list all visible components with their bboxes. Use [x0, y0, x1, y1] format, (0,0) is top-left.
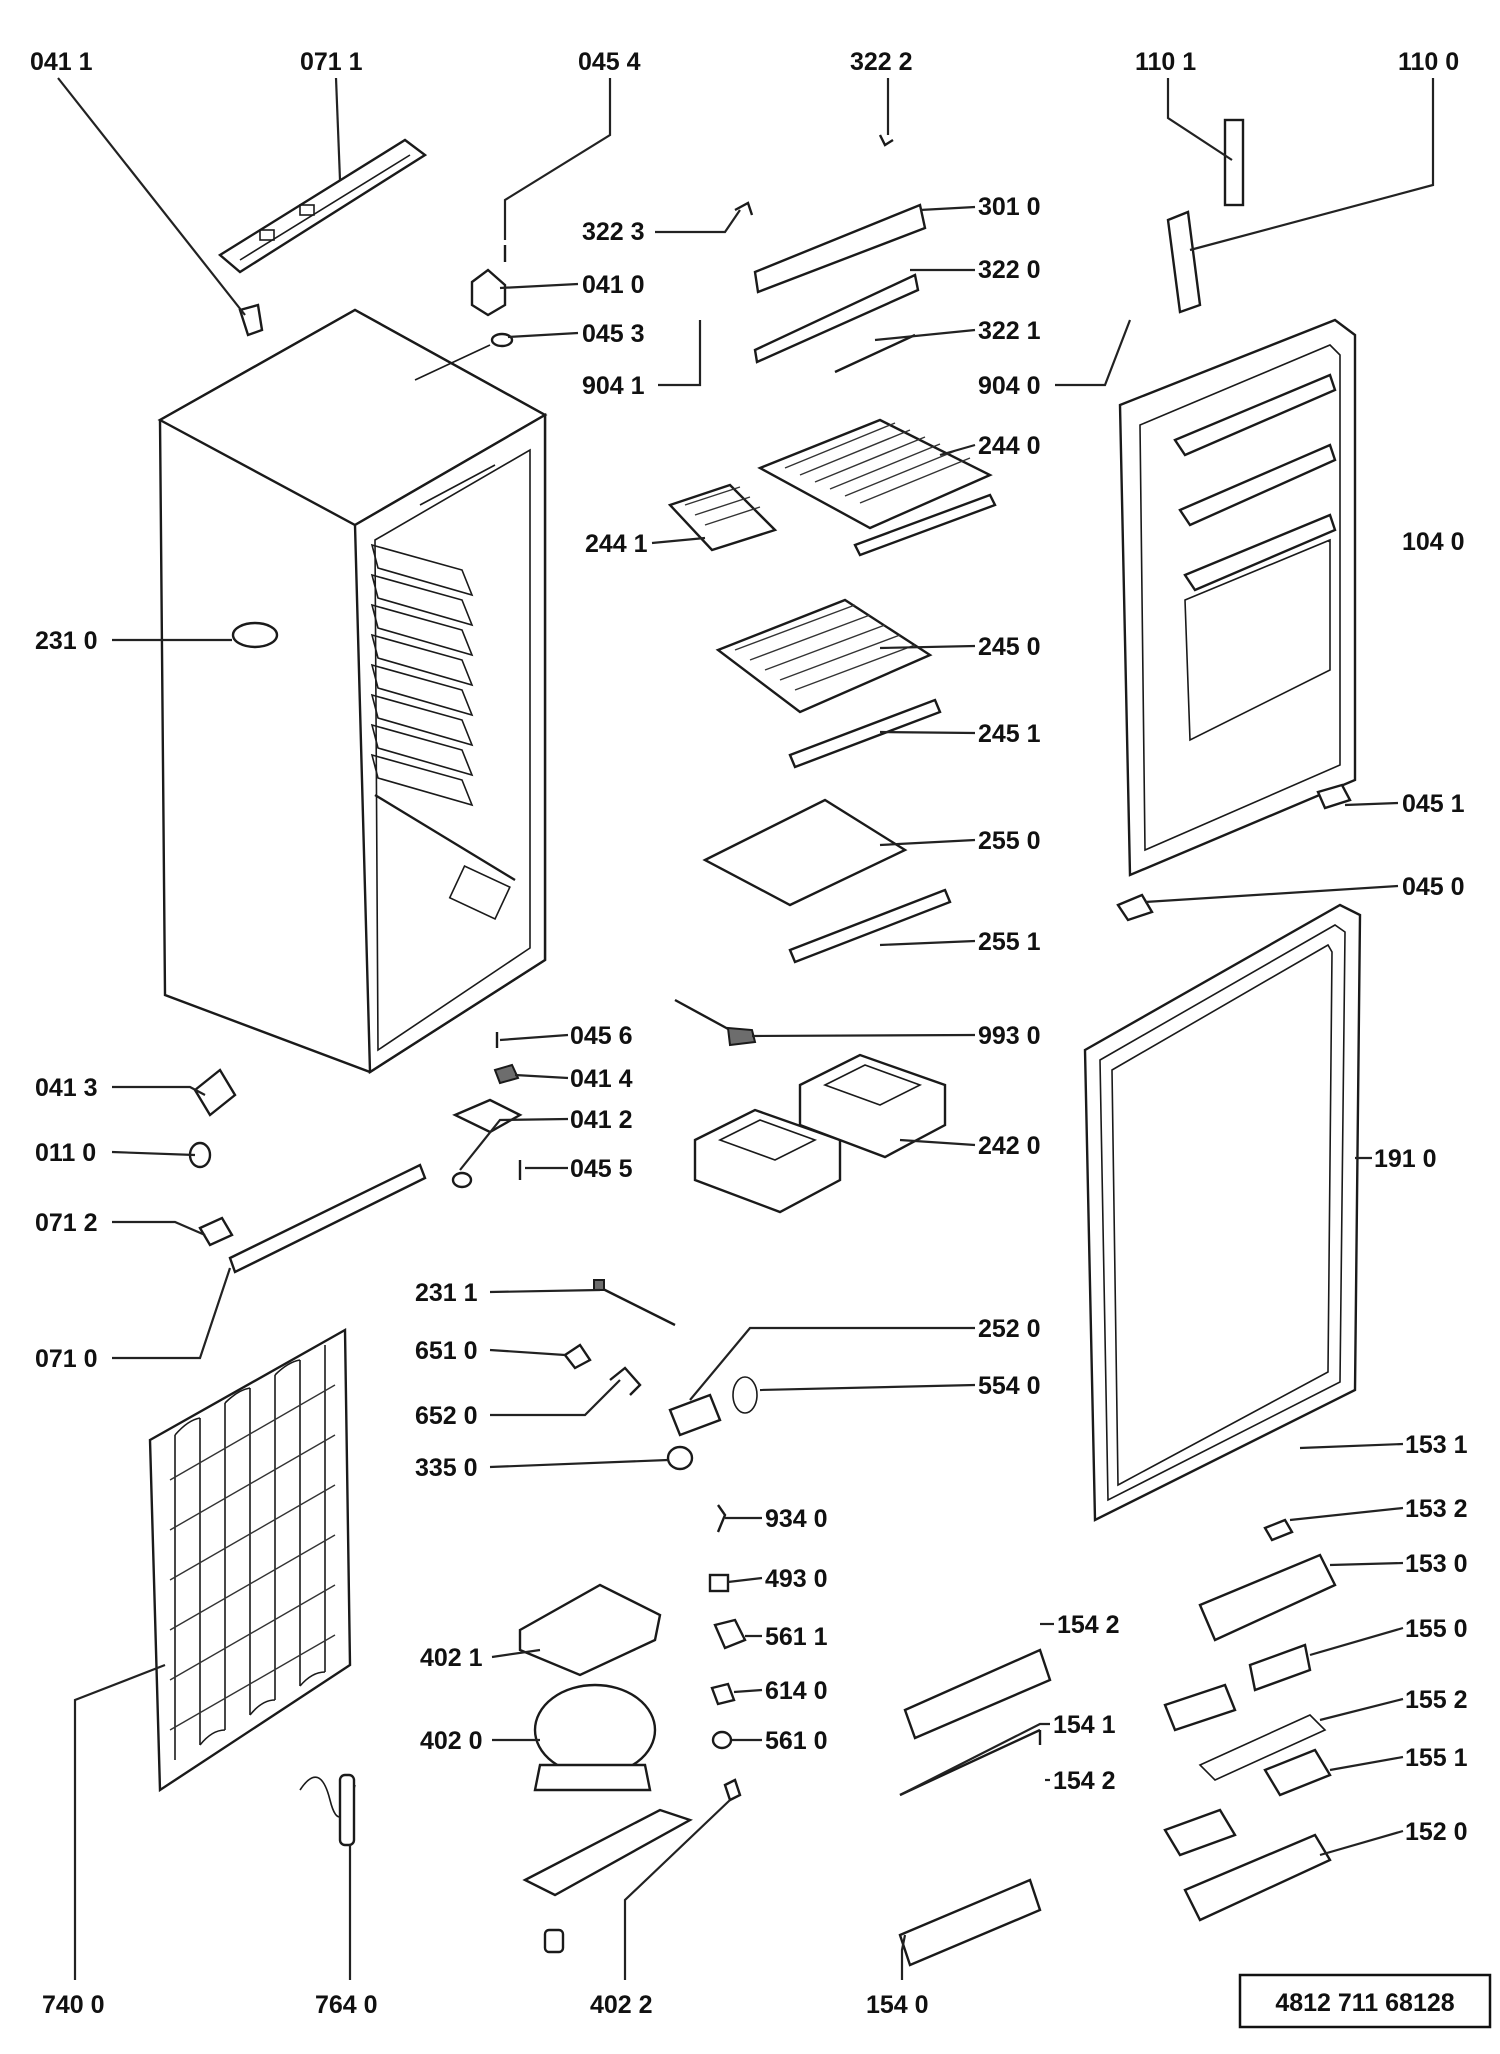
door-hinge-covers — [1166, 118, 1245, 314]
label-154-2b: 154 2 — [1053, 1767, 1116, 1795]
bracket-041-1 — [238, 303, 264, 337]
label-155-2: 155 2 — [1405, 1686, 1468, 1714]
wire-shelf-lower — [715, 598, 942, 769]
clip-071-2 — [198, 1216, 234, 1247]
condenser-coil — [148, 1327, 356, 1818]
door-outer — [1083, 903, 1362, 1522]
label-231-0: 231 0 — [35, 627, 98, 655]
label-153-2: 153 2 — [1405, 1495, 1468, 1523]
foot-045-x — [451, 1171, 473, 1189]
label-045-3: 045 3 — [582, 320, 645, 348]
compressor — [518, 1583, 742, 1954]
drawing-number: 4812 711 68128 — [1275, 1989, 1454, 2017]
hinge-045-0 — [1116, 893, 1154, 922]
label-651-0: 651 0 — [415, 1337, 478, 1365]
label-335-0: 335 0 — [415, 1454, 478, 1482]
label-322-0: 322 0 — [978, 256, 1041, 284]
label-045-5: 045 5 — [570, 1155, 633, 1183]
label-191-0: 191 0 — [1374, 1145, 1437, 1173]
label-934-0: 934 0 — [765, 1505, 828, 1533]
label-245-0: 245 0 — [978, 633, 1041, 661]
label-252-0: 252 0 — [978, 1315, 1041, 1343]
glass-shelf — [702, 798, 952, 964]
label-244-0: 244 0 — [978, 432, 1041, 460]
drier-764-0 — [338, 1773, 356, 1847]
label-110-1: 110 1 — [1135, 48, 1196, 76]
label-231-1: 231 1 — [415, 1279, 478, 1307]
label-255-0: 255 0 — [978, 827, 1041, 855]
label-071-2: 071 2 — [35, 1209, 98, 1237]
label-045-4: 045 4 — [578, 48, 641, 76]
label-614-0: 614 0 — [765, 1677, 828, 1705]
label-045-6: 045 6 — [570, 1022, 633, 1050]
label-155-0: 155 0 — [1405, 1615, 1468, 1643]
label-153-0: 153 0 — [1405, 1550, 1468, 1578]
label-110-0: 110 0 — [1398, 48, 1459, 76]
label-045-1: 045 1 — [1402, 790, 1465, 818]
label-041-3: 041 3 — [35, 1074, 98, 1102]
control-parts — [563, 1279, 758, 1471]
label-740-0: 740 0 — [42, 1991, 105, 2019]
drawing-reference-box: 4812 711 68128 — [1238, 1973, 1492, 2029]
label-904-0: 904 0 — [978, 372, 1041, 400]
label-041-0: 041 0 — [582, 271, 645, 299]
label-561-0: 561 0 — [765, 1727, 828, 1755]
wire-shelf-upper — [667, 418, 997, 557]
label-245-1: 245 1 — [978, 720, 1041, 748]
label-041-1: 041 1 — [30, 48, 93, 76]
label-764-0: 764 0 — [315, 1991, 378, 2019]
bracket-041-3 — [193, 1068, 237, 1117]
part-labels: 041 1 071 1 045 4 322 2 110 1 110 0 322 … — [30, 48, 1468, 2019]
door-inner — [1118, 318, 1357, 877]
label-244-1: 244 1 — [585, 530, 648, 558]
label-154-2a: 154 2 — [1057, 1611, 1120, 1639]
label-904-1: 904 1 — [582, 372, 645, 400]
label-255-1: 255 1 — [978, 928, 1041, 956]
label-154-0: 154 0 — [866, 1991, 929, 2019]
label-045-0: 045 0 — [1402, 873, 1465, 901]
label-652-0: 652 0 — [415, 1402, 478, 1430]
label-104-0: 104 0 — [1402, 528, 1465, 556]
label-554-0: 554 0 — [978, 1372, 1041, 1400]
leader-lines — [57, 77, 1435, 1980]
label-322-2: 322 2 — [850, 48, 913, 76]
top-rail — [217, 138, 428, 274]
relay-parts — [708, 1504, 747, 1750]
door-bins — [898, 1518, 1337, 1967]
label-041-2: 041 2 — [570, 1106, 633, 1134]
label-071-0: 071 0 — [35, 1345, 98, 1373]
label-154-1: 154 1 — [1053, 1711, 1116, 1739]
lamp-assembly — [674, 998, 757, 1047]
bracket-041-4 — [493, 1063, 520, 1085]
label-402-1: 402 1 — [420, 1644, 483, 1672]
label-011-0: 011 0 — [35, 1139, 96, 1167]
label-242-0: 242 0 — [978, 1132, 1041, 1160]
top-covers — [734, 134, 927, 374]
hinge-045-1 — [1316, 783, 1352, 810]
label-493-0: 493 0 — [765, 1565, 828, 1593]
hinge-041-2 — [452, 1098, 523, 1134]
label-402-0: 402 0 — [420, 1727, 483, 1755]
label-041-4: 041 4 — [570, 1065, 633, 1093]
label-152-0: 152 0 — [1405, 1818, 1468, 1846]
bottom-rail — [228, 1163, 427, 1274]
label-153-1: 153 1 — [1405, 1431, 1468, 1459]
hinge-set — [470, 245, 514, 348]
label-561-1: 561 1 — [765, 1623, 828, 1651]
label-322-3: 322 3 — [582, 218, 645, 246]
crisper-drawers — [693, 1053, 947, 1214]
cabinet-body — [157, 308, 548, 1075]
label-322-1: 322 1 — [978, 317, 1041, 345]
label-071-1: 071 1 — [300, 48, 363, 76]
label-301-0: 301 0 — [978, 193, 1041, 221]
label-155-1: 155 1 — [1405, 1744, 1468, 1772]
label-993-0: 993 0 — [978, 1022, 1041, 1050]
label-402-2: 402 2 — [590, 1991, 653, 2019]
